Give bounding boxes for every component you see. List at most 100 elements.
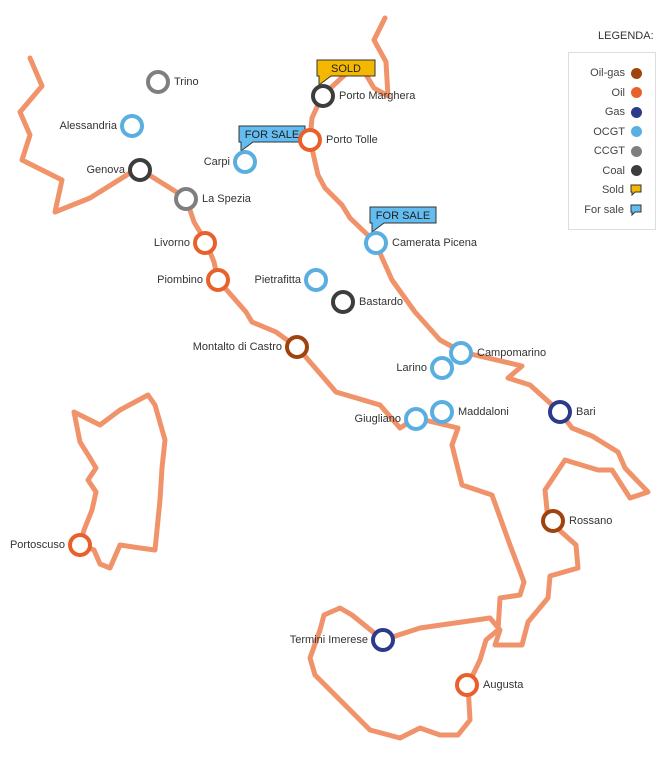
plant-marker[interactable] (364, 231, 388, 255)
plant-label: Campomarino (477, 347, 546, 359)
plant-porto-marghera[interactable]: Porto Marghera (311, 84, 416, 108)
plant-marker[interactable] (541, 509, 565, 533)
plant-alessandria[interactable]: Alessandria (60, 114, 144, 138)
plant-marker[interactable] (174, 187, 198, 211)
plant-label: Porto Tolle (326, 134, 378, 146)
plant-label: Montalto di Castro (193, 341, 282, 353)
plant-marker[interactable] (311, 84, 335, 108)
plant-label: Trino (174, 76, 199, 88)
tag-label: FOR SALE (245, 129, 299, 141)
plant-trino[interactable]: Trino (146, 70, 199, 94)
legend-dot-icon (631, 87, 642, 98)
plant-marker[interactable] (404, 407, 428, 431)
legend-item-label: Coal (602, 164, 625, 177)
plant-marker[interactable] (233, 150, 257, 174)
legend-item-for-sale: For sale (584, 203, 642, 217)
plant-livorno[interactable]: Livorno (154, 231, 217, 255)
plant-campomarino[interactable]: Campomarino (449, 341, 546, 365)
plant-label: Rossano (569, 515, 612, 527)
plant-label: Bari (576, 406, 596, 418)
legend-item-gas: Gas (605, 105, 642, 119)
plant-label: Augusta (483, 679, 524, 691)
for-sale-tag: FOR SALE (369, 206, 437, 233)
plant-label: Termini Imerese (290, 634, 368, 646)
tag-label: FOR SALE (376, 210, 430, 222)
tag-label: SOLD (331, 63, 361, 75)
plant-label: Livorno (154, 237, 190, 249)
plant-marker[interactable] (146, 70, 170, 94)
legend-item-ccgt: CCGT (594, 144, 642, 158)
plant-label: La Spezia (202, 193, 252, 205)
legend-item-ocgt: OCGT (593, 125, 642, 139)
plant-marker[interactable] (371, 628, 395, 652)
plant-marker[interactable] (455, 673, 479, 697)
legend-dot-icon (631, 126, 642, 137)
plant-bari[interactable]: Bari (548, 400, 596, 424)
legend-item-label: For sale (584, 203, 624, 216)
plant-label: Bastardo (359, 296, 403, 308)
plant-marker[interactable] (331, 290, 355, 314)
legend-item-oil-gas: Oil-gas (590, 66, 642, 80)
plant-label: Portoscuso (10, 539, 65, 551)
plant-marker[interactable] (193, 231, 217, 255)
plant-label: Camerata Picena (392, 237, 478, 249)
legend-item-label: Oil-gas (590, 67, 625, 79)
plant-label: Porto Marghera (339, 90, 416, 102)
plant-genova[interactable]: Genova (86, 158, 152, 182)
plant-larino[interactable]: Larino (396, 356, 454, 380)
sardinia-coastline (71, 392, 168, 571)
plant-rossano[interactable]: Rossano (541, 509, 612, 533)
plant-marker[interactable] (128, 158, 152, 182)
legend-item-label: CCGT (593, 145, 625, 157)
plant-pietrafitta[interactable]: Pietrafitta (255, 268, 328, 292)
plant-marker[interactable] (206, 268, 230, 292)
legend-dot-icon (631, 106, 642, 118)
plant-label: Pietrafitta (255, 274, 302, 286)
plant-marker[interactable] (68, 533, 92, 557)
plant-label: Alessandria (60, 120, 118, 132)
legend-item-oil: Oil (612, 86, 642, 100)
plant-label: Giugliano (355, 413, 401, 425)
plant-maddaloni[interactable]: Maddaloni (430, 400, 509, 424)
plant-label: Larino (396, 362, 427, 374)
plant-marker[interactable] (285, 335, 309, 359)
plant-label: Maddaloni (458, 406, 509, 418)
legend-item-coal: Coal (602, 164, 642, 178)
plant-bastardo[interactable]: Bastardo (331, 290, 403, 314)
plant-montalto-di-castro[interactable]: Montalto di Castro (193, 335, 309, 359)
plant-marker[interactable] (430, 400, 454, 424)
legend-dot-icon (631, 165, 642, 176)
plant-augusta[interactable]: Augusta (455, 673, 524, 697)
legend-item-label: Sold (601, 184, 624, 196)
legend-box (568, 52, 656, 230)
plant-porto-tolle[interactable]: Porto Tolle (298, 128, 378, 152)
plant-label: Carpi (204, 156, 230, 168)
plant-marker[interactable] (449, 341, 473, 365)
plant-giugliano[interactable]: Giugliano (355, 407, 428, 431)
legend-flag-icon (630, 184, 642, 196)
legend-dot-icon (631, 67, 642, 79)
plant-termini-imerese[interactable]: Termini Imerese (290, 628, 395, 652)
legend-item-label: OCGT (593, 125, 625, 138)
legend-title: LEGENDA: (598, 30, 654, 42)
plant-marker[interactable] (120, 114, 144, 138)
plant-label: Genova (86, 164, 125, 176)
legend-item-label: Oil (611, 86, 625, 99)
legend-flag-icon (630, 204, 642, 216)
legend-dot-icon (631, 145, 642, 157)
for-sale-tag: FOR SALE (238, 125, 306, 152)
plant-marker[interactable] (298, 128, 322, 152)
plant-marker[interactable] (304, 268, 328, 292)
legend-item-sold: Sold (602, 183, 642, 197)
plant-la-spezia[interactable]: La Spezia (174, 187, 252, 211)
legend-item-label: Gas (604, 106, 625, 118)
plant-portoscuso[interactable]: Portoscuso (10, 533, 92, 557)
plant-camerata-picena[interactable]: Camerata Picena (364, 231, 478, 255)
plant-carpi[interactable]: Carpi (204, 150, 257, 174)
sold-tag: SOLD (316, 59, 376, 86)
mainland-coastline (17, 15, 651, 741)
plant-marker[interactable] (548, 400, 572, 424)
plant-marker[interactable] (430, 356, 454, 380)
plant-piombino[interactable]: Piombino (157, 268, 230, 292)
